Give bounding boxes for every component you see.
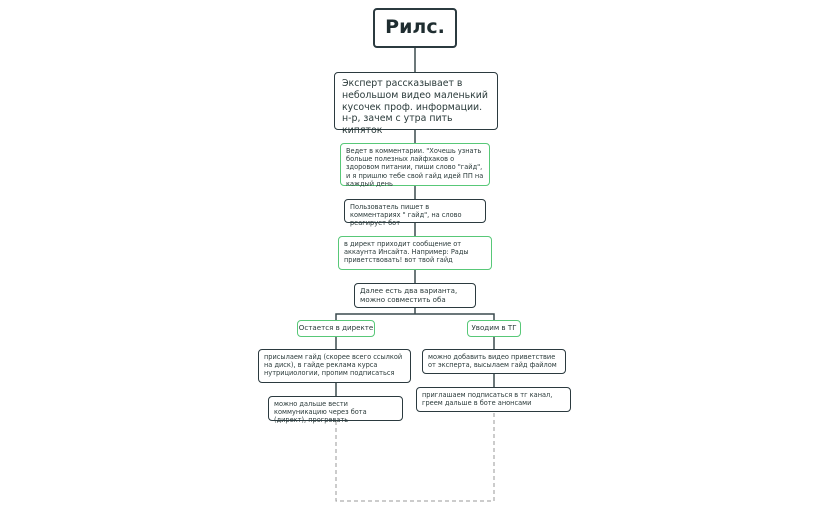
node-left-step1[interactable]: присылаем гайд (скорее всего ссылкой на …: [258, 349, 411, 383]
dashed-group-outline: [335, 412, 495, 502]
node-right-step2[interactable]: приглашаем подписаться в тг канал, греем…: [416, 387, 571, 412]
node-step1[interactable]: Эксперт рассказывает в небольшом видео м…: [334, 72, 498, 136]
node-right-step1[interactable]: можно добавить видео приветствие от эксп…: [422, 349, 566, 374]
node-left-branch-label[interactable]: Остается в директе: [297, 320, 375, 337]
node-left-step2[interactable]: можно дальше вести коммуникацию через бо…: [268, 396, 403, 424]
node-step2[interactable]: Ведет в комментарии. "Хочешь узнать боль…: [340, 143, 490, 188]
node-step5[interactable]: Далее есть два варианта, можно совместит…: [354, 283, 476, 308]
node-right-branch-label[interactable]: Уводим в ТГ: [467, 320, 521, 337]
node-step4[interactable]: в директ приходит сообщение от аккаунта …: [338, 236, 492, 270]
connector-branch-split: [335, 308, 495, 320]
diagram-title[interactable]: Рилс.: [373, 8, 457, 48]
node-step3[interactable]: Пользователь пишет в комментариях " гайд…: [344, 199, 486, 227]
